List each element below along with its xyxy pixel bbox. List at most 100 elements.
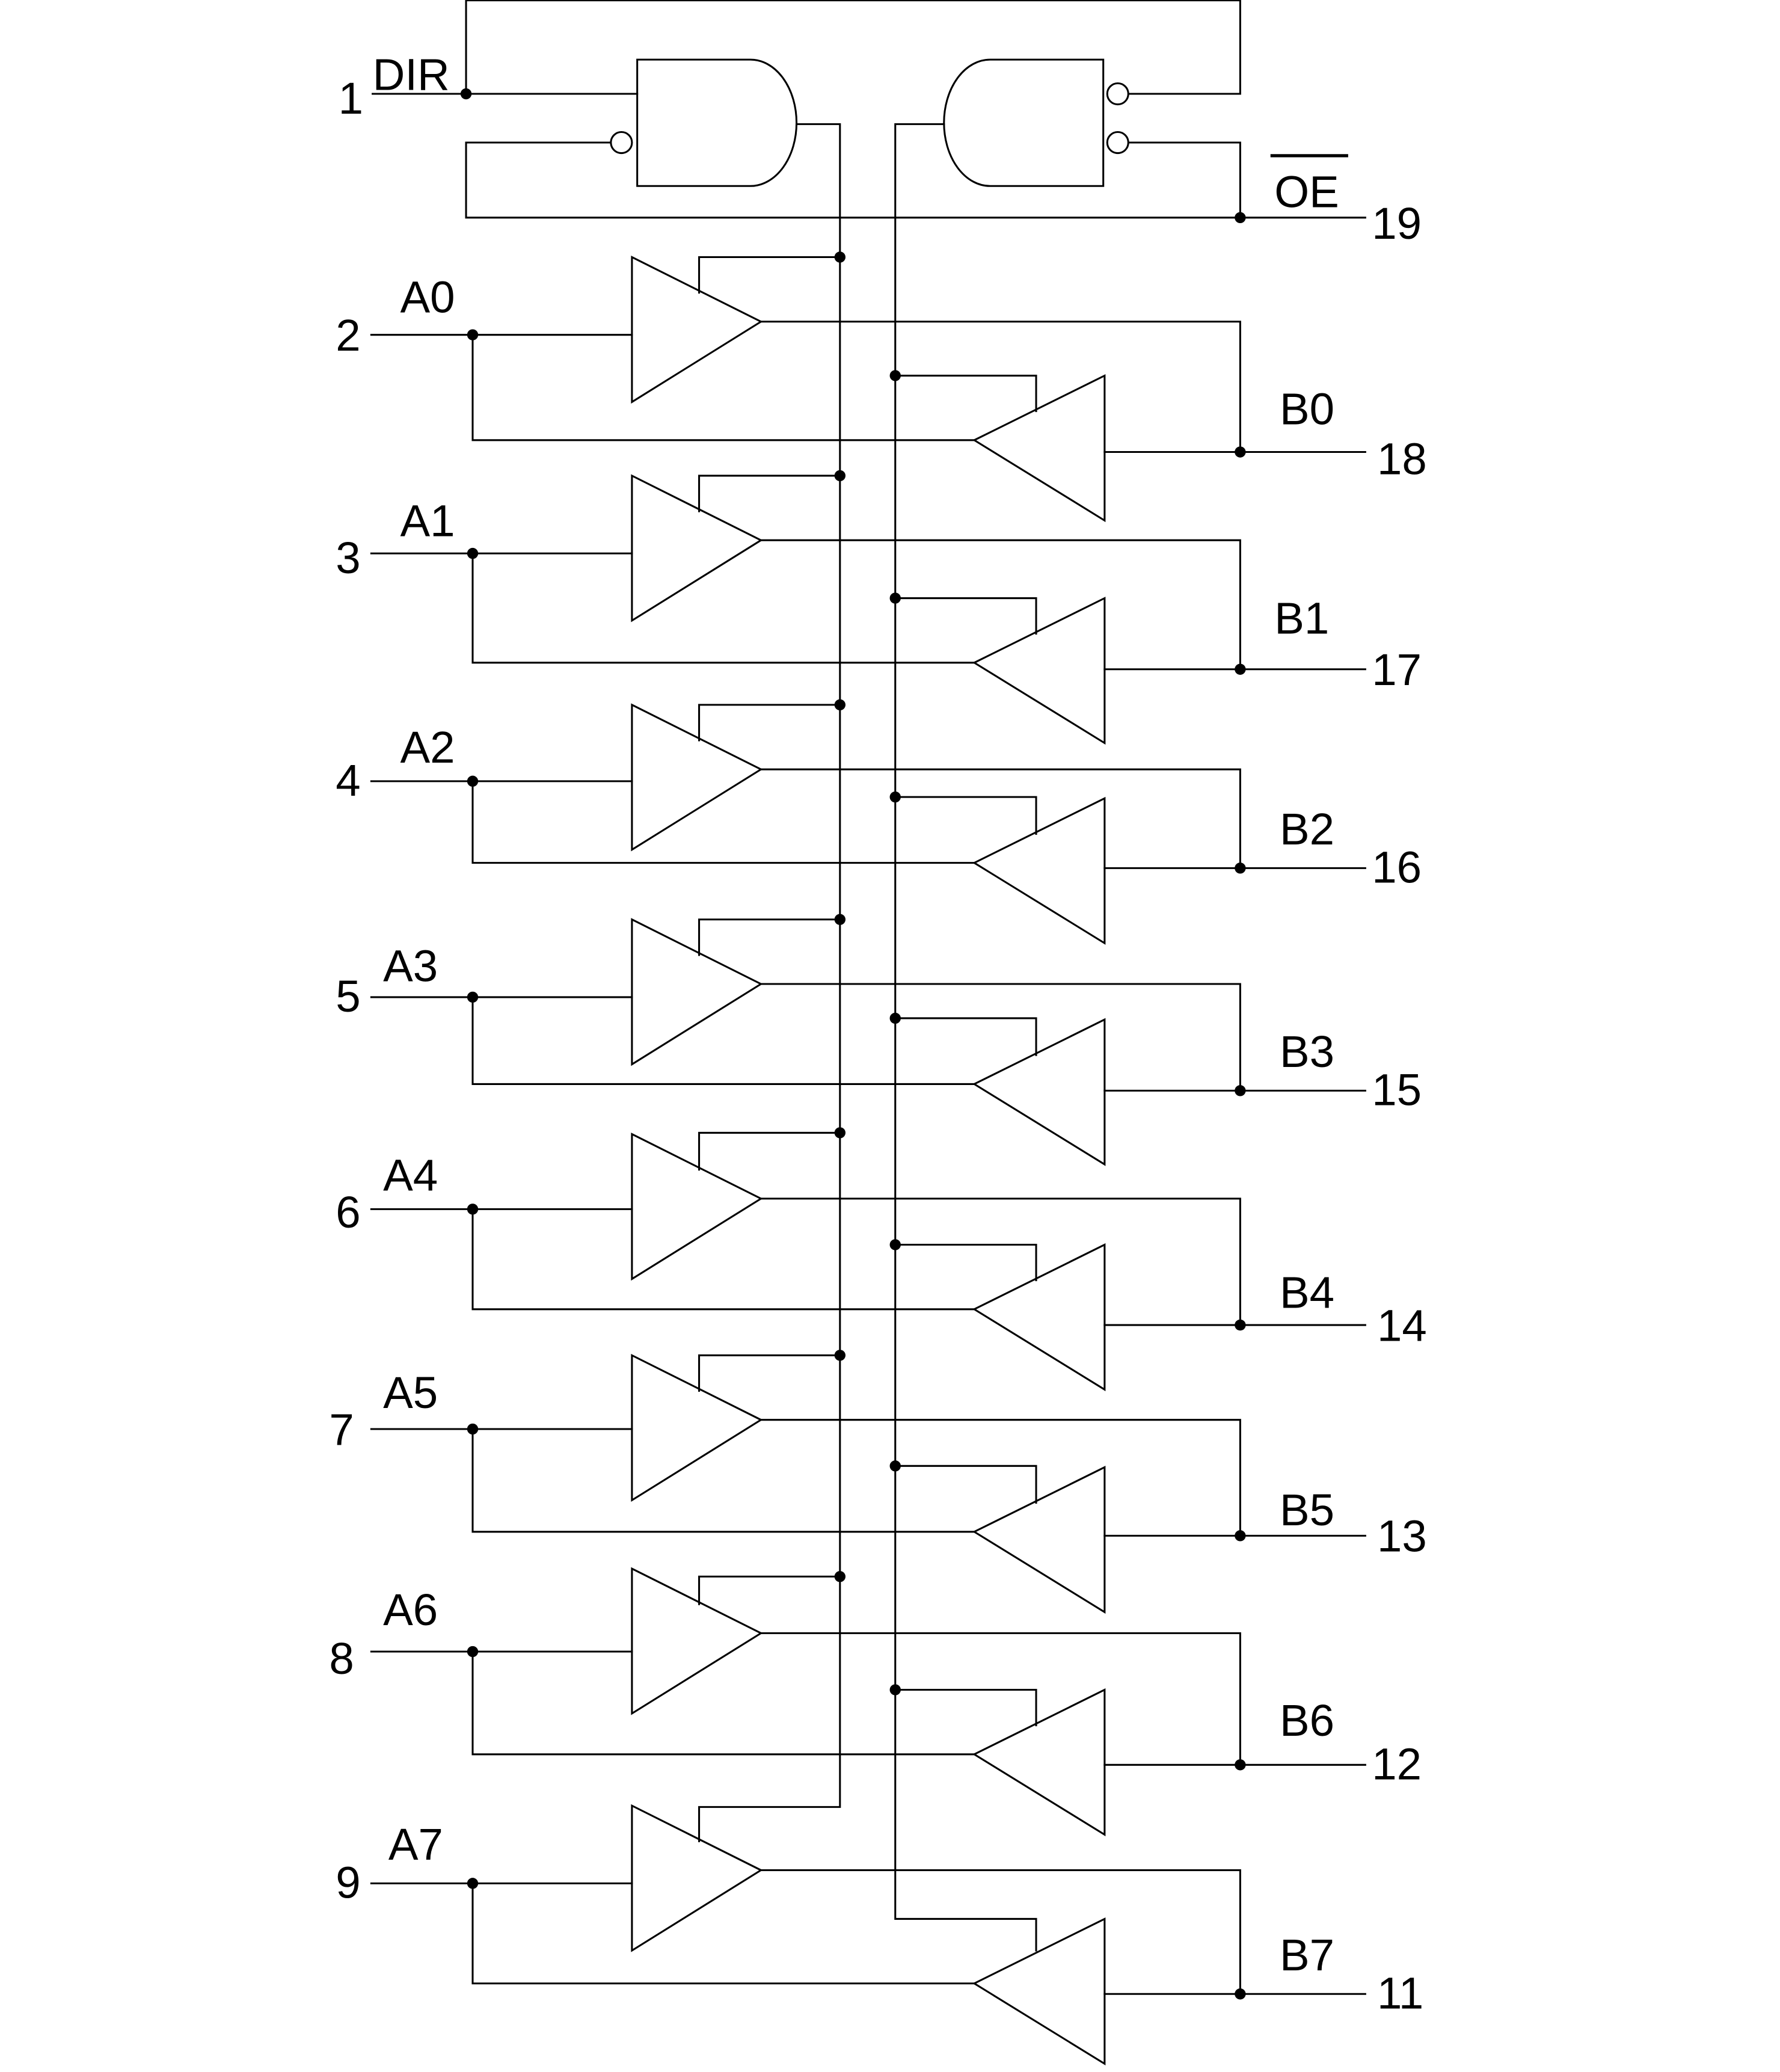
b4-to-a4-buffer — [972, 1243, 1106, 1392]
b5-junction — [1235, 1530, 1246, 1542]
oe-input-wire — [465, 141, 1366, 219]
a4-to-b4-output-wire — [760, 1197, 1241, 1326]
a7-junction — [467, 1878, 479, 1889]
channel-labels: 2 A0 B0 18 3 A1 B1 17 4 A2 B2 16 5 A3 B3… — [329, 272, 1427, 2018]
a5-label: A5 — [383, 1368, 438, 1418]
a3-pin-number: 5 — [336, 971, 360, 1021]
b-to-a-enable-bus — [894, 123, 1037, 1952]
a7-to-b7-output-wire — [760, 1869, 1241, 1995]
b6-junction — [1235, 1759, 1246, 1771]
a6-to-b6-enable-junction — [834, 1571, 846, 1582]
a1-to-b1-enable-junction — [834, 470, 846, 482]
a7-to-b7-buffer — [631, 1804, 763, 1952]
gates-layer — [610, 58, 1129, 2066]
a3-to-b3-enable-tap — [698, 918, 841, 956]
oe-pin-number: 19 — [1372, 198, 1422, 248]
b2-to-a2-enable-junction — [889, 791, 901, 803]
a4-label: A4 — [383, 1151, 438, 1200]
b7-to-a7-buffer — [972, 1917, 1106, 2066]
a0-to-b0-output-wire — [760, 321, 1241, 453]
b5-to-a5-enable-junction — [889, 1460, 901, 1472]
a0-junction — [467, 329, 479, 340]
a2-return-wire — [471, 780, 975, 864]
a0-to-b0-enable-junction — [834, 251, 846, 263]
a1-return-wire — [471, 552, 975, 664]
a2-label: A2 — [400, 722, 455, 772]
a1-to-b1-buffer — [631, 474, 763, 623]
a5-return-wire — [471, 1428, 975, 1533]
a7-label: A7 — [388, 1819, 443, 1869]
a6-to-b6-buffer — [631, 1567, 763, 1715]
and-gate-a-to-b-enable — [636, 58, 798, 187]
and-gate-b-to-a-inverting-input-oe — [1106, 131, 1129, 155]
a1-label: A1 — [400, 496, 455, 546]
b7-label: B7 — [1280, 1930, 1334, 1980]
b0-to-a0-buffer — [972, 374, 1106, 523]
a3-label: A3 — [383, 941, 438, 991]
b1-to-a1-enable-junction — [889, 592, 901, 604]
and-gate-b-to-a-enable — [943, 58, 1105, 187]
a5-to-b5-enable-tap — [698, 1354, 841, 1392]
a7-pin-number: 9 — [336, 1857, 360, 1907]
a1-pin-number: 3 — [336, 533, 360, 583]
b6-to-a6-enable-junction — [889, 1684, 901, 1695]
a4-to-b4-enable-junction — [834, 1127, 846, 1139]
b6-to-a6-enable-tap — [894, 1688, 1037, 1727]
a0-pin-number: 2 — [336, 310, 360, 360]
b5-label: B5 — [1280, 1485, 1334, 1535]
b7-junction — [1235, 1988, 1246, 2000]
wiring-layer — [370, 0, 1366, 1995]
dir-loop-wire — [465, 0, 1241, 95]
a5-to-b5-output-wire — [760, 1419, 1241, 1537]
a4-to-b4-enable-tap — [698, 1131, 841, 1171]
b1-pin-number: 17 — [1372, 645, 1422, 695]
a3-junction — [467, 991, 479, 1003]
b4-to-a4-enable-tap — [894, 1243, 1037, 1282]
b2-to-a2-buffer — [972, 796, 1106, 945]
a5-junction — [467, 1423, 479, 1435]
b0-to-a0-enable-tap — [894, 375, 1037, 413]
and-gate-a-to-b-inverting-input — [610, 131, 633, 155]
a6-label: A6 — [383, 1585, 438, 1635]
a2-pin-number: 4 — [336, 755, 360, 805]
b4-label: B4 — [1280, 1268, 1334, 1318]
a4-return-wire — [471, 1208, 975, 1311]
b1-junction — [1235, 663, 1246, 675]
b5-pin-number: 13 — [1377, 1511, 1427, 1561]
a1-to-b1-enable-tap — [698, 475, 841, 512]
a1-junction — [467, 547, 479, 559]
b6-pin-number: 12 — [1372, 1739, 1422, 1789]
b2-label: B2 — [1280, 804, 1334, 854]
b0-to-a0-enable-junction — [889, 370, 901, 381]
a6-pin-number: 8 — [329, 1634, 354, 1683]
a0-to-b0-enable-tap — [698, 256, 841, 294]
dir-label: DIR — [373, 49, 450, 99]
a2-junction — [467, 775, 479, 787]
b1-label: B1 — [1274, 594, 1329, 644]
a0-label: A0 — [400, 272, 455, 322]
b4-to-a4-enable-junction — [889, 1239, 901, 1250]
dir-pin-number: 1 — [339, 73, 363, 123]
b6-to-a6-buffer — [972, 1688, 1106, 1837]
a6-junction — [467, 1646, 479, 1658]
a7-return-wire — [471, 1882, 975, 1985]
a3-to-b3-buffer — [631, 918, 763, 1066]
oe-junction — [1235, 212, 1246, 224]
b4-junction — [1235, 1319, 1246, 1331]
b3-to-a3-enable-junction — [889, 1012, 901, 1024]
a3-return-wire — [471, 996, 975, 1085]
a5-to-b5-buffer — [631, 1353, 763, 1502]
a4-pin-number: 6 — [336, 1187, 360, 1237]
a5-to-b5-enable-junction — [834, 1350, 846, 1361]
b1-to-a1-buffer — [972, 597, 1106, 745]
b5-to-a5-buffer — [972, 1466, 1106, 1614]
b3-to-a3-buffer — [972, 1018, 1106, 1166]
a2-to-b2-output-wire — [760, 768, 1241, 869]
a0-to-b0-buffer — [631, 256, 763, 404]
b3-to-a3-enable-tap — [894, 1017, 1037, 1056]
a6-to-b6-output-wire — [760, 1632, 1241, 1766]
b4-pin-number: 14 — [1377, 1300, 1427, 1350]
a1-to-b1-output-wire — [760, 539, 1241, 671]
